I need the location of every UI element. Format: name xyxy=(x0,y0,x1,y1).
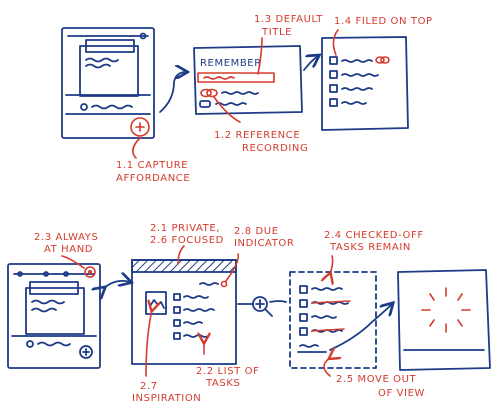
flow-arrow-2 xyxy=(303,56,318,71)
svg-text:INSPIRATION: INSPIRATION xyxy=(132,393,201,404)
svg-text:2.1 PRIVATE,: 2.1 PRIVATE, xyxy=(150,223,220,234)
svg-text:1.4 FILED ON TOP: 1.4 FILED ON TOP xyxy=(334,16,433,27)
pointer-2-4 xyxy=(330,255,333,274)
svg-text:TITLE: TITLE xyxy=(261,27,292,38)
phone-capture-screen xyxy=(61,27,155,139)
svg-text:OF VIEW: OF VIEW xyxy=(378,388,425,399)
annotation-2-2: 2.2 LIST OF TASKS xyxy=(196,366,259,389)
svg-text:TASKS: TASKS xyxy=(205,378,240,389)
annotation-2-1: 2.1 PRIVATE, 2.6 FOCUSED xyxy=(150,223,224,246)
pointer-2-1 xyxy=(177,245,185,265)
flow-arrow-move xyxy=(329,304,392,351)
annotation-1-1: 1.1 CAPTURE AFFORDANCE xyxy=(116,160,190,184)
pointer-2-8 xyxy=(225,253,240,282)
svg-text:INDICATOR: INDICATOR xyxy=(234,238,294,249)
svg-text:RECORDING: RECORDING xyxy=(242,143,308,154)
svg-text:2.7: 2.7 xyxy=(140,381,158,392)
checked-off-task-list xyxy=(289,271,377,369)
zoom-in-icon[interactable] xyxy=(237,296,273,317)
annotation-2-8: 2.8 DUE INDICATOR xyxy=(234,226,294,249)
annotation-1-2: 1.2 REFERENCE RECORDING xyxy=(214,130,308,154)
focused-task-list xyxy=(131,259,237,365)
flow-arrow-double xyxy=(104,281,130,288)
task-widget-icon[interactable] xyxy=(84,266,96,278)
annotation-2-5: 2.5 MOVE OUT OF VIEW xyxy=(336,374,425,399)
recording-link-icon xyxy=(200,88,218,98)
pointer-1-2 xyxy=(213,96,241,123)
annotation-2-3: 2.3 ALWAYS AT HAND xyxy=(34,232,98,255)
svg-text:1.3 DEFAULT: 1.3 DEFAULT xyxy=(254,14,323,25)
task-list-screen-top xyxy=(321,36,409,131)
pointer-1-4 xyxy=(332,29,339,56)
svg-text:2.8 DUE: 2.8 DUE xyxy=(234,226,279,237)
loading-spinner-icon xyxy=(421,287,471,333)
svg-text:2.6 FOCUSED: 2.6 FOCUSED xyxy=(150,235,224,246)
svg-text:2.4 CHECKED-OFF: 2.4 CHECKED-OFF xyxy=(324,230,424,241)
svg-text:AFFORDANCE: AFFORDANCE xyxy=(116,173,190,184)
svg-text:2.2 LIST OF: 2.2 LIST OF xyxy=(196,366,259,377)
zoom-line xyxy=(269,300,287,303)
svg-text:1.2 REFERENCE: 1.2 REFERENCE xyxy=(214,130,300,141)
pointer-2-3 xyxy=(61,255,85,269)
phone-home-screen xyxy=(7,263,101,369)
annotation-1-4: 1.4 FILED ON TOP xyxy=(334,16,433,27)
svg-text:TASKS REMAIN: TASKS REMAIN xyxy=(329,242,411,253)
svg-text:AT HAND: AT HAND xyxy=(44,244,93,255)
remember-title: REMEMBER xyxy=(200,58,262,69)
annotation-2-4: 2.4 CHECKED-OFF TASKS REMAIN xyxy=(324,230,424,253)
capture-button-icon[interactable] xyxy=(130,117,150,137)
flow-arrow-1 xyxy=(159,72,186,113)
pointer-1-1 xyxy=(132,137,141,159)
pointer-2-7 xyxy=(145,310,152,377)
pointer-1-3 xyxy=(257,37,263,75)
svg-text:2.5 MOVE OUT: 2.5 MOVE OUT xyxy=(336,374,417,385)
annotation-1-3: 1.3 DEFAULT TITLE xyxy=(254,14,323,38)
emptied-screen xyxy=(397,269,491,371)
svg-text:2.3 ALWAYS: 2.3 ALWAYS xyxy=(34,232,98,243)
annotation-2-7: 2.7 INSPIRATION xyxy=(132,381,201,404)
pointer-2-5 xyxy=(323,358,330,377)
svg-text:1.1 CAPTURE: 1.1 CAPTURE xyxy=(116,160,188,171)
remember-dialog: REMEMBER xyxy=(193,45,303,115)
